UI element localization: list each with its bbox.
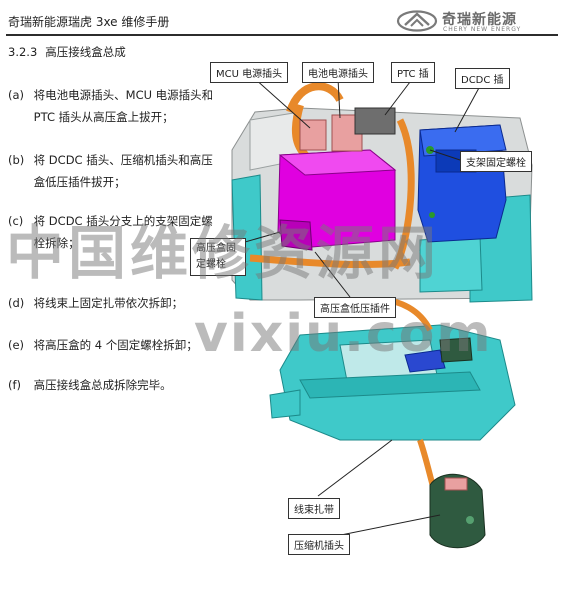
step-e: (e) 将高压盒的 4 个固定螺栓拆卸；: [8, 334, 198, 356]
step-line: 将高压盒的 4 个固定螺栓拆卸；: [33, 338, 198, 352]
step-label: (d): [8, 296, 25, 310]
watermark-cn: 中国维修资源网: [6, 219, 441, 287]
logo-text-cn: 奇瑞新能源: [442, 12, 517, 28]
section-title: 高压接线盒总成: [45, 45, 126, 59]
callout-bracket-bolt: 支架固定螺栓: [460, 151, 532, 172]
callout-mcu-power-plug: MCU 电源插头: [210, 62, 289, 83]
section-number: 3.2.3: [8, 45, 38, 59]
logo-text-en: CHERY NEW ENERGY: [443, 26, 522, 33]
step-line: PTC 插头从高压盒上拔开；: [33, 110, 174, 124]
step-a: (a) 将电池电源插头、MCU 电源插头和 PTC 插头从高压盒上拔开；: [8, 84, 213, 128]
callout-hv-box-lv-connector: 高压盒低压插件: [314, 297, 396, 318]
watermark-en: vixiu.com: [194, 304, 493, 364]
step-line: 将 DCDC 插头、压缩机插头和高压: [33, 153, 213, 167]
header-divider: [6, 34, 558, 36]
step-line: 将 DCDC 插头分支上的支架固定螺: [33, 214, 213, 228]
step-label: (a): [8, 88, 25, 102]
step-line: 将线束上固定扎带依次拆卸；: [33, 296, 184, 310]
callout-compressor-plug: 压缩机插头: [288, 534, 350, 555]
step-f: (f) 高压接线盒总成拆除完毕。: [8, 374, 172, 396]
section-heading: 3.2.3 高压接线盒总成: [8, 44, 126, 60]
chery-logo: 奇瑞新能源 CHERY NEW ENERGY: [396, 8, 558, 34]
step-line: 盒低压插件拔开；: [33, 175, 126, 189]
page-header: 奇瑞新能源瑞虎 3xe 维修手册 奇瑞新能源 CHERY NEW ENERGY: [0, 0, 564, 36]
step-label: (b): [8, 153, 25, 167]
step-c: (c) 将 DCDC 插头分支上的支架固定螺栓拆除；: [8, 210, 213, 254]
chery-emblem-icon: [396, 10, 438, 32]
step-b: (b) 将 DCDC 插头、压缩机插头和高压盒低压插件拔开；: [8, 149, 213, 193]
step-label: (f): [8, 378, 22, 392]
callout-dcdc-plug: DCDC 插: [455, 68, 510, 89]
step-line: 栓拆除；: [33, 236, 80, 250]
step-line: 将电池电源插头、MCU 电源插头和: [33, 88, 214, 102]
step-d: (d) 将线束上固定扎带依次拆卸；: [8, 292, 183, 314]
manual-title: 奇瑞新能源瑞虎 3xe 维修手册: [8, 15, 170, 29]
callout-battery-power-plug: 电池电源插头: [302, 62, 374, 83]
step-label: (e): [8, 338, 25, 352]
callout-ptc-plug: PTC 插: [391, 62, 435, 83]
step-label: (c): [8, 214, 24, 228]
callout-hv-box-bolt: 高压盒固定螺栓: [190, 238, 246, 276]
callout-harness-tie: 线束扎带: [288, 498, 340, 519]
step-line: 高压接线盒总成拆除完毕。: [33, 378, 172, 392]
